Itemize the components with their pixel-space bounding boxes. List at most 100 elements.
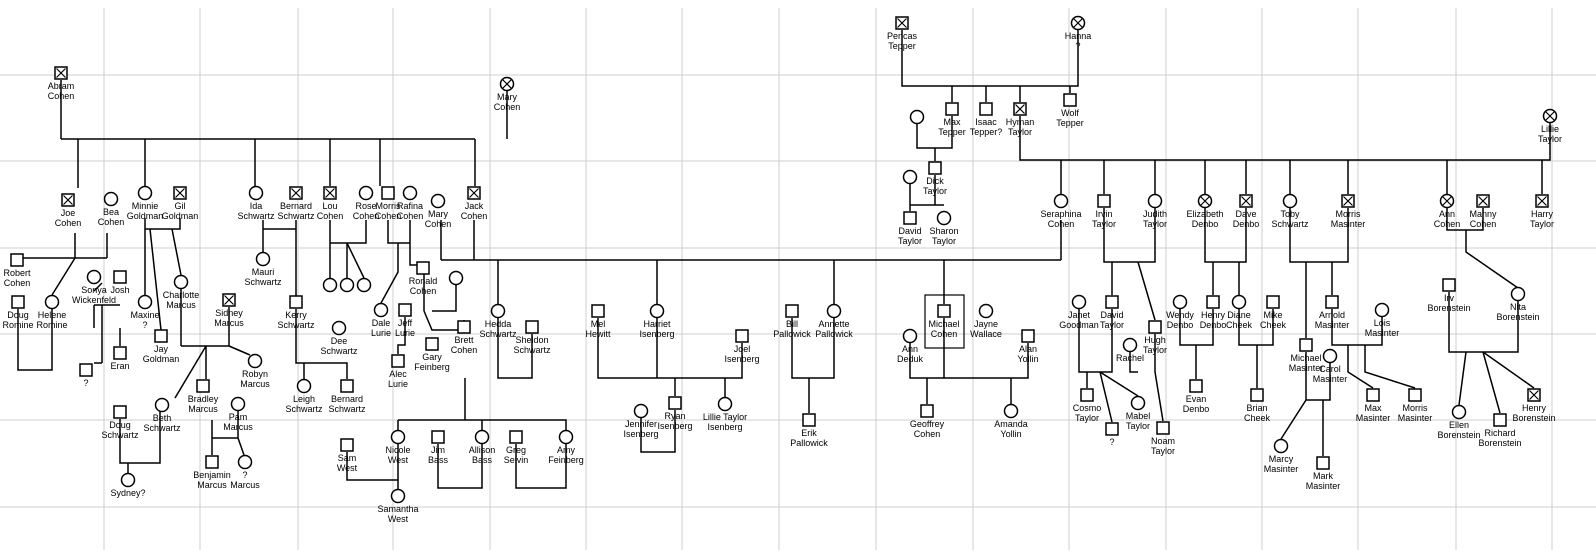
- male-square-icon: [1080, 388, 1094, 402]
- male-square-icon: [113, 346, 127, 360]
- male-square-icon: [10, 253, 24, 267]
- person-mt-w: [909, 109, 925, 125]
- male-square-icon: [1250, 388, 1264, 402]
- female-circle-icon: [154, 397, 170, 413]
- female-circle-icon: [373, 302, 389, 318]
- deceased-cross-icon: [469, 188, 479, 198]
- male-square-icon: [1148, 320, 1162, 334]
- female-circle-icon: [322, 277, 338, 293]
- male-square-icon: [1316, 456, 1330, 470]
- female-circle-icon: [137, 294, 153, 310]
- deceased-cross-icon: [1241, 196, 1251, 206]
- female-circle-icon: [1231, 294, 1247, 310]
- female-circle-icon: [255, 251, 271, 267]
- male-square-icon: [945, 102, 959, 116]
- female-circle-icon: [1003, 403, 1019, 419]
- deceased-cross-icon: [1478, 196, 1488, 206]
- male-square-icon: [196, 379, 210, 393]
- male-square-icon: [928, 161, 942, 175]
- person-unk2: ?: [1105, 422, 1119, 447]
- person-lc3: [356, 277, 372, 293]
- male-square-icon: [11, 295, 25, 309]
- female-circle-icon: [1322, 348, 1338, 364]
- person-name: Sydney?: [110, 488, 145, 498]
- deceased-cross-icon: [1200, 196, 1210, 206]
- female-circle-icon: [474, 429, 490, 445]
- female-circle-icon: [902, 169, 918, 185]
- male-square-icon: [1206, 295, 1220, 309]
- person-name: Rachel: [1116, 353, 1144, 363]
- deceased-cross-icon: [1442, 196, 1452, 206]
- female-circle-icon: [430, 193, 446, 209]
- female-circle-icon: [909, 109, 925, 125]
- male-square-icon: [205, 455, 219, 469]
- male-square-icon: [1442, 278, 1456, 292]
- male-square-icon: [979, 102, 993, 116]
- female-circle-icon: [1147, 193, 1163, 209]
- male-square-icon: [509, 430, 523, 444]
